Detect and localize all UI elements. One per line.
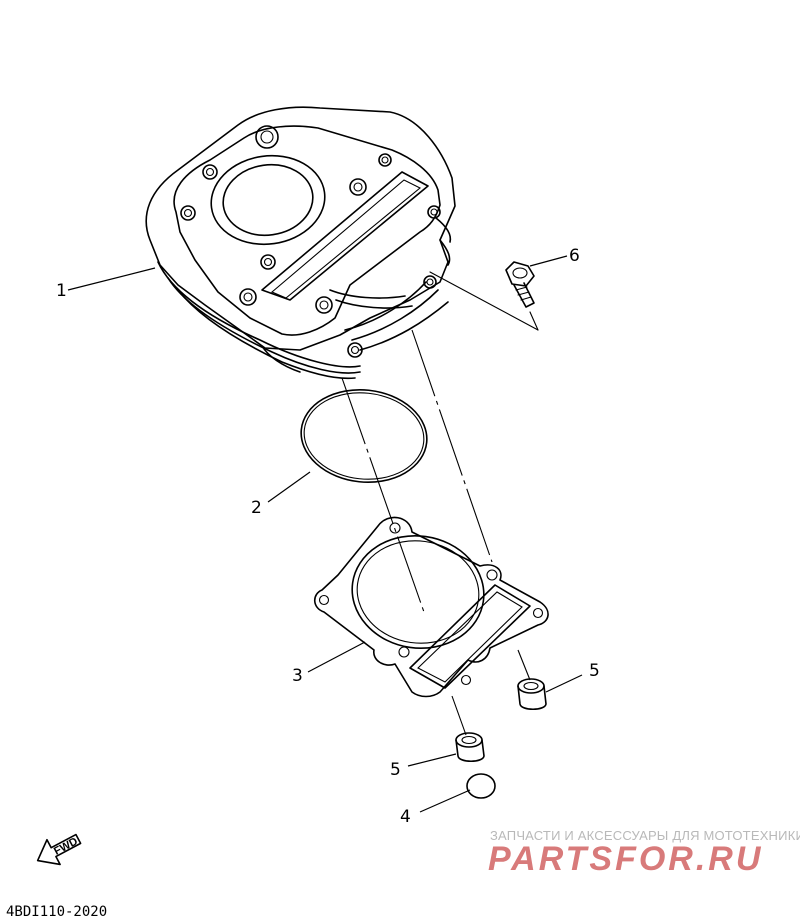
leader-lines (67, 255, 583, 813)
seal-disc-part (466, 773, 496, 799)
dowel-pin-upper-part (517, 678, 547, 711)
fwd-arrow-icon: FWD (36, 833, 82, 866)
callout-5-lower: 5 (390, 760, 401, 780)
callout-1: 1 (56, 281, 67, 301)
callout-2: 2 (251, 498, 262, 518)
callout-4: 4 (400, 807, 411, 827)
fwd-label: FWD (52, 835, 80, 857)
watermark-tagline: ЗАПЧАСТИ И АКСЕССУАРЫ ДЛЯ МОТОТЕХНИКИ (490, 828, 800, 843)
callout-5-upper: 5 (589, 661, 600, 681)
cylinder-gasket-part (313, 516, 549, 698)
callout-3: 3 (292, 666, 303, 686)
callout-6: 6 (569, 246, 580, 266)
watermark-brand: PARTSFOR.RU (488, 840, 763, 878)
diagram-code: 4BDI110-2020 (6, 904, 107, 920)
assembly-lines (341, 271, 539, 736)
o-ring-part (300, 388, 428, 484)
cylinder-part (145, 106, 456, 380)
dowel-pin-lower-part (455, 732, 485, 763)
bolt-part (505, 261, 535, 308)
